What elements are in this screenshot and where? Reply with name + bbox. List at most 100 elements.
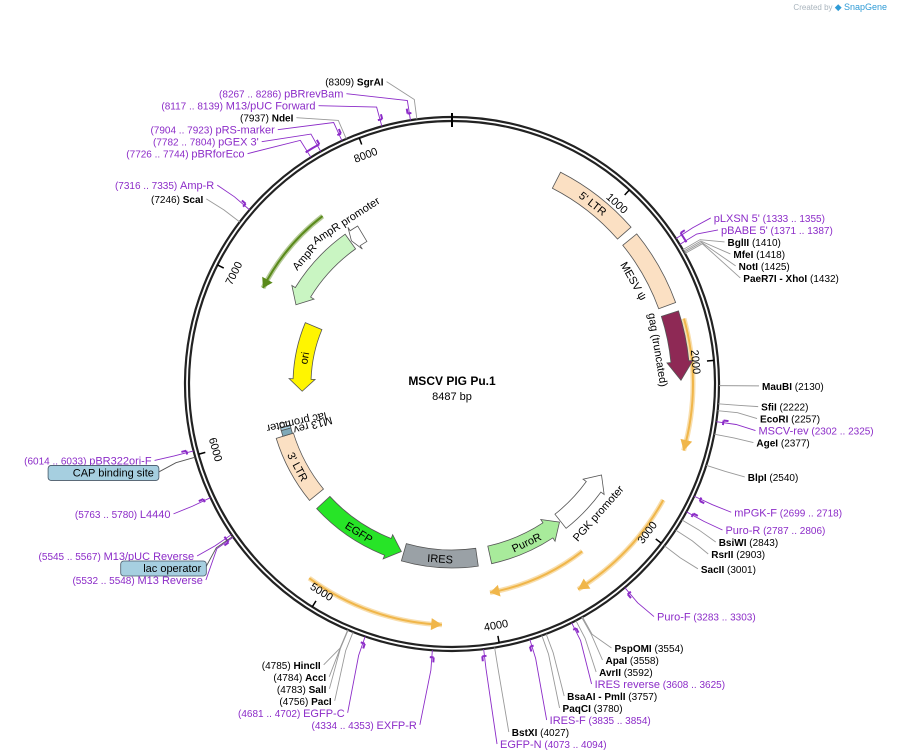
label-text: AvrII (3592) <box>599 668 653 679</box>
label-primer-amp-r-7: (7316 .. 7335) Amp-R <box>115 180 250 211</box>
label-position: (5545 .. 5567) <box>39 552 101 563</box>
label-name: MauBI <box>762 382 792 393</box>
label-text: IRES reverse (3608 .. 3625) <box>595 679 725 691</box>
label-primer-pbr322ori-f-47: (6014 .. 6033) pBR322ori-F <box>24 450 194 467</box>
label-position: (1410) <box>752 238 781 249</box>
label-text: (8309) SgrAI <box>325 78 384 89</box>
label-name: HincII <box>293 661 320 672</box>
leader-line <box>529 639 548 721</box>
label-position: (3780) <box>594 704 623 715</box>
label-name: SalI <box>309 685 327 696</box>
primer-barb-16 <box>379 113 384 120</box>
feature-ori <box>288 322 323 392</box>
orf-arrowhead-3 <box>430 618 442 631</box>
leader-line <box>718 403 759 408</box>
leader-line <box>675 529 709 555</box>
label-position: (3835 .. 3854) <box>588 716 650 727</box>
leader-line <box>682 239 725 251</box>
leader-line <box>205 536 234 581</box>
label-text: (7246) ScaI <box>151 195 203 206</box>
label-primer-egfp-n-35: EGFP-N (4073 .. 4094) <box>483 649 607 751</box>
leader-line <box>571 622 593 685</box>
label-primer-puro-r-22: Puro-R (2787 .. 2806) <box>686 511 825 537</box>
label-primer-exfp-r-36: (4334 .. 4353) EXFP-R <box>311 650 433 732</box>
leader-line <box>157 456 196 473</box>
leader-line <box>318 105 383 127</box>
label-position: (2257) <box>791 415 820 426</box>
label-name: MSCV-rev <box>758 426 809 438</box>
orf-arrowhead-4 <box>262 276 273 289</box>
label-primer-prs-marker-4: (7904 .. 7923) pRS-marker <box>150 122 343 141</box>
label-name: Puro-R <box>725 525 760 537</box>
leader-line <box>582 616 612 649</box>
leader-line <box>717 410 758 420</box>
label-name: M13/pUC Reverse <box>104 551 194 563</box>
label-name: Amp-R <box>180 180 214 192</box>
leader-line <box>683 240 731 255</box>
feature-egfp <box>316 495 402 560</box>
label-text: (8117 .. 8139) M13/pUC Forward <box>161 101 315 113</box>
leader-line <box>494 647 510 733</box>
primer-barb-4 <box>626 593 632 599</box>
label-text: IRES-F (3835 .. 3854) <box>550 715 651 727</box>
label-enzyme-bstxi-34: BstXI (4027) <box>494 647 569 739</box>
feature-label-ori: ori <box>298 351 312 365</box>
tick-mark-8000 <box>358 137 363 145</box>
label-enzyme-paqci-32: PaqCI (3780) <box>541 635 623 715</box>
feature-name: lac operator <box>143 563 201 575</box>
label-name: IRES-F <box>550 715 586 727</box>
label-text: CAP binding site <box>73 467 154 479</box>
label-name: SgrAI <box>357 78 384 89</box>
label-text: (7904 .. 7923) pRS-marker <box>150 125 275 137</box>
label-text: (4784) AccI <box>273 673 326 684</box>
label-text: AgeI (2377) <box>756 439 809 450</box>
plasmid-size: 8487 bp <box>432 391 472 403</box>
label-text: (7782 .. 7804) pGEX 3' <box>153 137 259 149</box>
label-position: (3554) <box>655 644 684 655</box>
label-enzyme-maubi-15: MauBI (2130) <box>718 382 824 393</box>
label-name: ScaI <box>183 195 204 206</box>
label-enzyme-apai-28: ApaI (3558) <box>581 617 659 667</box>
label-name: AccI <box>305 673 326 684</box>
label-position: (3001) <box>727 565 756 576</box>
label-feature-lac-operator-43: lac operator <box>120 535 233 577</box>
leader-line <box>154 450 194 461</box>
label-enzyme-blpi-20: BlpI (2540) <box>706 464 798 484</box>
label-name: AvrII <box>599 668 621 679</box>
orf-arrowhead-0 <box>680 438 693 451</box>
primer-barb-17 <box>405 108 409 114</box>
label-text: pBABE 5' (1371 .. 1387) <box>721 225 833 237</box>
label-name: M13/pUC Forward <box>226 101 316 113</box>
label-name: IRES reverse <box>595 679 660 691</box>
feature-ampr-promoter <box>347 225 368 250</box>
label-position: (4783) <box>277 685 306 696</box>
label-enzyme-ecori-17: EcoRI (2257) <box>717 410 820 426</box>
label-position: (2222) <box>780 403 809 414</box>
leader-line <box>328 629 349 689</box>
label-position: (5763 .. 5780) <box>75 510 137 521</box>
primer-barb-11 <box>198 498 204 503</box>
label-primer-pbrforeco-6: (7726 .. 7744) pBRforEco <box>126 139 312 161</box>
label-position: (2540) <box>769 473 798 484</box>
label-text: PaqCI (3780) <box>563 704 623 715</box>
label-name: pBRrevBam <box>284 89 343 101</box>
leader-line <box>706 464 745 478</box>
tick-label-7000: 7000 <box>224 260 246 287</box>
label-position: (3283 .. 3303) <box>693 613 755 624</box>
label-enzyme-scai-8: (7246) ScaI <box>151 195 241 223</box>
label-text: MSCV-rev (2302 .. 2325) <box>758 426 873 438</box>
primer-barb-12 <box>181 449 187 453</box>
label-position: (4756) <box>279 697 308 708</box>
label-text: BglII (1410) <box>728 238 781 249</box>
label-primer-m13-puc-forward-2: (8117 .. 8139) M13/pUC Forward <box>161 101 383 127</box>
feature-label-ires: IRES <box>427 553 453 567</box>
label-text: NotI (1425) <box>739 262 790 273</box>
label-text: RsrII (2903) <box>711 550 765 561</box>
label-position: (2377) <box>781 439 810 450</box>
primer-barb-13 <box>241 199 247 205</box>
label-name: NdeI <box>272 114 294 125</box>
label-position: (8117 .. 8139) <box>161 102 223 113</box>
label-primer-pbrrevbam-1: (8267 .. 8286) pBRrevBam <box>219 89 411 121</box>
label-enzyme-avrii-29: AvrII (3592) <box>575 620 653 679</box>
label-name: PspOMI <box>614 644 651 655</box>
